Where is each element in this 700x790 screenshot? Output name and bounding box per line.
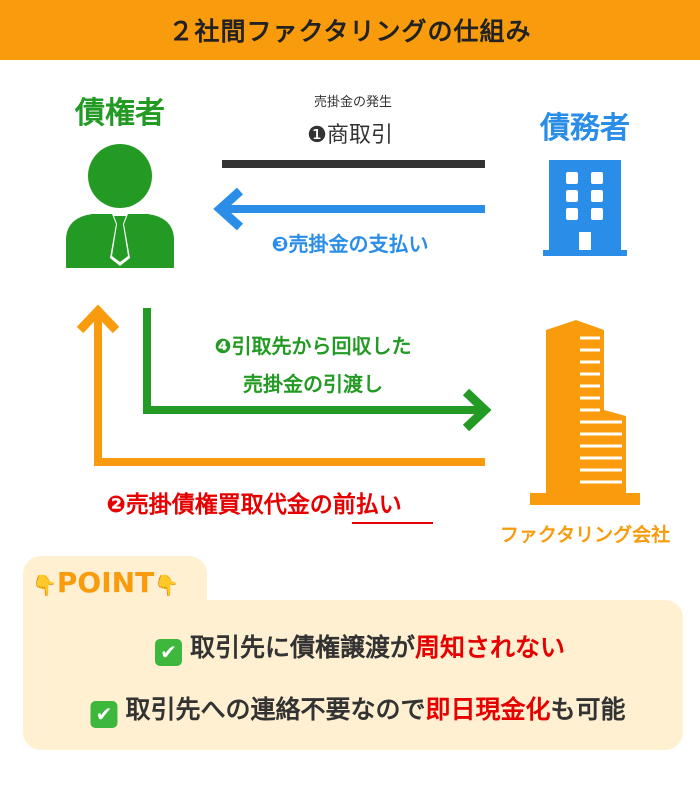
point-heading: 👇POINT👇 [32, 566, 180, 599]
step2-label: ❷売掛債権買取代金の前払い [106, 492, 402, 518]
check-icon: ✔ [90, 701, 118, 728]
step3-label: ❸売掛金の支払い [271, 232, 429, 256]
factoring-building-icon [530, 320, 640, 505]
factoring-company-label: ファクタリング会社 [499, 524, 671, 546]
title-banner: ２社間ファクタリングの仕組み [0, 0, 700, 60]
creditor-label: 債権者 [75, 96, 165, 131]
debtor-building-icon [543, 160, 627, 256]
step1-sub: 売掛金の発生 [313, 95, 393, 110]
pointing-down-icon: 👇 [154, 573, 180, 597]
debtor-label: 債務者 [540, 111, 630, 146]
point-box [23, 600, 683, 750]
point-item-2: ✔取引先への連絡不要なので即日現金化も可能 [90, 690, 626, 728]
point-item-1: ✔取引先に債権譲渡が周知されない [154, 628, 565, 666]
transfer-arrow [143, 308, 492, 432]
payment-arrow [213, 187, 485, 231]
page-title: ２社間ファクタリングの仕組み [168, 17, 532, 46]
step4-line1: ❹引取先から回収した [214, 334, 412, 358]
step1-label: ❶商取引 [307, 123, 393, 148]
pointing-down-icon: 👇 [32, 573, 57, 597]
check-icon: ✔ [154, 639, 182, 666]
trade-line [222, 160, 485, 168]
prepayment-arrow [76, 304, 485, 466]
step2-emph: 前払い [332, 492, 402, 518]
person-icon [66, 144, 174, 268]
step4-line2: 売掛金の引渡し [243, 372, 383, 396]
